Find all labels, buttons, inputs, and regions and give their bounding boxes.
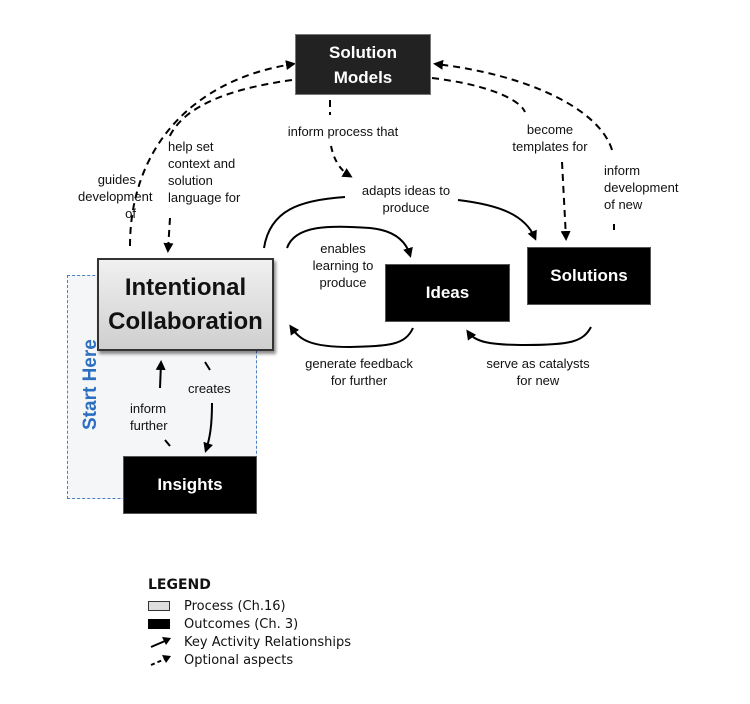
label-adapts-ideas: adapts ideas to produce: [361, 183, 451, 215]
node-solutions: Solutions: [527, 247, 651, 305]
arrow-inform-further-tail: [164, 439, 171, 447]
arrow-become-templates: [431, 77, 526, 113]
arrow-adapts-ideas-right: [457, 199, 537, 241]
node-insights: Insights: [123, 456, 257, 514]
arrow-guides-development: [129, 60, 296, 247]
label-become-templates: become templates for: [512, 122, 588, 154]
arrow-serve-catalysts: [466, 326, 592, 347]
node-ideas: Ideas: [385, 264, 510, 322]
solid-arrow-icon: [148, 635, 174, 649]
arrow-enables-learning: [286, 225, 413, 258]
label-inform-development-new: inform development of new: [604, 163, 679, 212]
legend: LEGEND Process (Ch.16) Outcomes (Ch. 3) …: [148, 577, 351, 669]
label-enables-learning: enables learning to produce: [312, 241, 374, 290]
arrow-inform-dev-new: [433, 59, 613, 151]
label-inform-process-that: inform process that: [287, 124, 399, 139]
arrow-inform-further: [155, 360, 166, 389]
legend-label: Key Activity Relationships: [184, 634, 352, 650]
arrow-inform-process-2: [330, 145, 353, 178]
legend-item-key-activity: Key Activity Relationships: [148, 633, 351, 651]
legend-item-optional: Optional aspects: [148, 651, 351, 669]
arrow-adapts-ideas-left: [263, 196, 346, 249]
outcome-box-icon: [148, 617, 174, 631]
arrow-help-set-context-end: [163, 217, 174, 253]
arrow-creates: [204, 361, 211, 371]
process-box-icon: [148, 599, 174, 613]
label-creates: creates: [188, 381, 231, 396]
label-generate-feedback: generate feedback for further: [305, 356, 413, 388]
label-inform-further: inform further: [130, 401, 168, 433]
label-help-set-context: help set context and solution language f…: [168, 139, 241, 205]
legend-label: Outcomes (Ch. 3): [184, 616, 299, 632]
label-serve-catalysts: serve as catalysts for new: [486, 356, 590, 388]
arrow-generate-feedback: [289, 324, 414, 349]
arrow-become-templates-end: [560, 161, 571, 241]
dashed-arrow-icon: [148, 653, 174, 667]
node-solution-models: Solution Models: [295, 34, 431, 95]
arrow-creates-main: [203, 402, 213, 453]
label-guides-development-of: guides development of: [78, 172, 153, 221]
legend-label: Process (Ch.16): [184, 598, 286, 614]
node-intentional-collaboration: Intentional Collaboration: [97, 258, 274, 351]
legend-item-outcome: Outcomes (Ch. 3): [148, 615, 351, 633]
arrow-help-set-context: [167, 79, 293, 141]
legend-item-process: Process (Ch.16): [148, 597, 351, 615]
legend-title: LEGEND: [148, 577, 211, 593]
legend-label: Optional aspects: [184, 652, 294, 668]
